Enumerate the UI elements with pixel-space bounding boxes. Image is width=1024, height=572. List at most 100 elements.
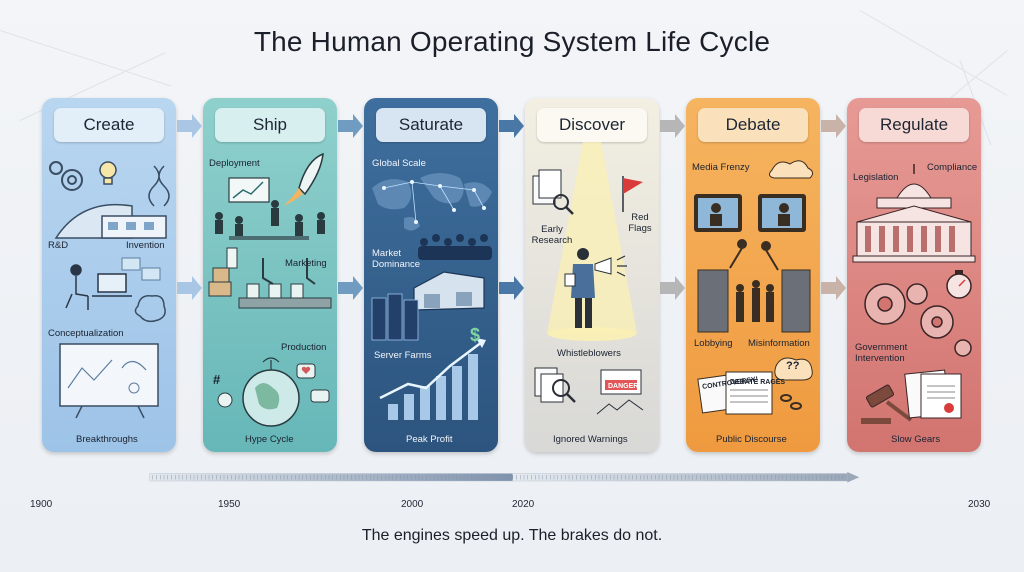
- stage-create-heading: Create: [54, 108, 164, 142]
- stage-debate: Debate: [686, 98, 820, 452]
- arrow-create-to-ship-top: [177, 114, 202, 138]
- label-global-scale: Global Scale: [372, 158, 426, 169]
- microphone-icon: [729, 239, 779, 271]
- arrow-create-to-ship-mid: [177, 276, 202, 300]
- chat-bubble-icon: [310, 389, 330, 403]
- research-building-icon: [54, 203, 167, 239]
- label-media-frenzy: Media Frenzy: [692, 162, 750, 173]
- whistleblower-icon: [564, 248, 612, 328]
- warehouse-icon: [413, 271, 485, 311]
- timeline-tick-label: 1950: [218, 499, 241, 510]
- server-rack-icon: [371, 293, 419, 341]
- crowd-icon: [418, 234, 492, 260]
- stopwatch-icon: [946, 270, 972, 299]
- label-breakthroughs: Breakthroughs: [76, 434, 138, 445]
- stage-ship: Ship: [203, 98, 337, 452]
- label-rnd: R&D: [48, 240, 69, 251]
- globe-icon: [242, 357, 300, 427]
- label-conceptualization: Conceptualization: [48, 328, 124, 339]
- newspaper-icon: [697, 371, 773, 415]
- team-meeting-icon: [215, 200, 325, 240]
- label-slow-gears: Slow Gears: [891, 434, 941, 445]
- rocket-icon: [283, 152, 324, 206]
- label-deployment: Deployment: [209, 158, 260, 169]
- timeline-tick-label: 2000: [401, 499, 424, 510]
- label-production: Production: [281, 342, 327, 353]
- arrow-debate-to-regulate-top: [821, 114, 846, 138]
- label-early-research: Early Research: [531, 224, 573, 246]
- television-icon: [694, 194, 806, 232]
- label-red-flags: Red Flags: [628, 212, 652, 234]
- label-invention: Invention: [126, 240, 165, 251]
- gear-icon: [49, 161, 83, 191]
- stage-regulate-heading: Regulate: [859, 108, 969, 142]
- magnifier-document-icon: [532, 169, 574, 215]
- label-lobbying: Lobbying: [694, 338, 733, 349]
- debate-illustration: [694, 160, 814, 415]
- label-market-dominance: Market Dominance: [372, 248, 421, 270]
- arrow-saturate-to-discover-top: [499, 114, 524, 138]
- arrow-ship-to-saturate-top: [338, 114, 363, 138]
- heart-icon: [296, 363, 316, 379]
- label-marketing: Marketing: [285, 258, 327, 269]
- lobbying-doors-icon: [697, 269, 811, 333]
- arrow-discover-to-debate-top: [660, 114, 685, 138]
- lightbulb-icon: [99, 161, 117, 185]
- stage-ship-heading: Ship: [215, 108, 325, 142]
- regulate-illustration: [852, 164, 976, 424]
- researcher-at-desk-icon: [65, 264, 132, 310]
- broken-chain-icon: [780, 394, 802, 410]
- stage-saturate-heading: Saturate: [376, 108, 486, 142]
- arrow-ship-to-saturate-mid: [338, 276, 363, 300]
- label-dollar-sign: $: [470, 325, 481, 345]
- label-legislation: Legislation: [853, 172, 899, 183]
- stage-discover: Discover: [525, 98, 659, 452]
- page-title: The Human Operating System Life Cycle: [253, 26, 771, 57]
- label-government-intervention: Government Intervention: [855, 342, 908, 364]
- danger-sign-icon: [596, 369, 644, 415]
- label-danger-sign: DANGER: [608, 383, 639, 390]
- label-ignored-warnings: Ignored Warnings: [553, 434, 628, 445]
- label-peak-profit: Peak Profit: [406, 434, 453, 445]
- speech-cloud-icon: [774, 357, 813, 381]
- legal-document-icon: [904, 369, 962, 419]
- timeline-bar: [149, 472, 860, 483]
- share-icon: [217, 392, 233, 408]
- label-whistleblowers: Whistleblowers: [557, 348, 621, 359]
- factory-icon: [208, 247, 332, 309]
- stage-debate-heading: Debate: [698, 108, 808, 142]
- capitol-building-icon: [852, 164, 976, 263]
- label-server-farms: Server Farms: [374, 350, 432, 361]
- red-flag-icon: [622, 176, 643, 212]
- saturate-illustration: [371, 173, 492, 420]
- growth-chart-icon: [379, 338, 486, 420]
- world-network-icon: [372, 173, 492, 231]
- arrow-discover-to-debate-mid: [660, 276, 685, 300]
- arrow-saturate-to-discover-mid: [499, 276, 524, 300]
- timeline-tick-label: 2030: [968, 499, 991, 510]
- stage-create: Create: [42, 98, 176, 452]
- tagline: The engines speed up. The brakes do not.: [361, 527, 663, 544]
- label-hash-sign: #: [213, 372, 221, 387]
- stage-regulate: Regulate: [847, 98, 981, 452]
- slow-gears-icon: [864, 283, 972, 357]
- arrow-debate-to-regulate-mid: [821, 276, 846, 300]
- stage-discover-heading: Discover: [537, 108, 647, 142]
- label-misinformation: Misinformation: [748, 338, 810, 349]
- ignored-report-icon: [534, 367, 576, 403]
- label-hype-cycle: Hype Cycle: [245, 434, 294, 445]
- dna-icon: [148, 165, 170, 207]
- timeline-tick-label: 1900: [30, 499, 53, 510]
- ship-illustration: [208, 152, 332, 427]
- brain-icon: [134, 294, 166, 323]
- whiteboard-icon: [59, 343, 159, 419]
- discover-illustration: [532, 142, 644, 415]
- label-question-marks: ??: [786, 360, 800, 372]
- label-public-discourse: Public Discourse: [716, 434, 787, 445]
- label-compliance: Compliance: [927, 162, 978, 173]
- create-illustration: [49, 161, 170, 419]
- gavel-icon: [861, 384, 913, 424]
- timeline-tick-label: 2020: [512, 499, 535, 510]
- stage-saturate: Saturate: [364, 98, 498, 452]
- label-headline-debate-rages: DEBATE RAGES: [730, 379, 786, 386]
